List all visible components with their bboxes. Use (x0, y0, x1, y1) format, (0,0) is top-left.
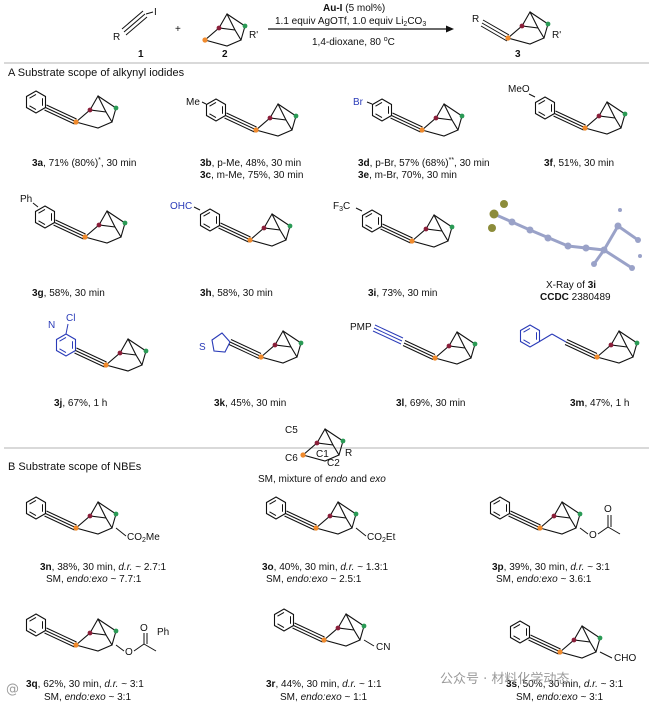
reactant-2: R' (201, 13, 258, 47)
compound-3n: CO2Me (27, 497, 160, 544)
caption-3d: 3d, p-Br, 57% (68%)**, 30 min (358, 157, 490, 169)
compound-3q: O O Ph (27, 614, 169, 658)
sm-ratio-3n: SM, endo:exo ~ 7.7:1 (46, 574, 142, 585)
phenyl-group: Ph (157, 627, 169, 638)
compound-3s: CHO (511, 621, 636, 664)
compound-3r: CN (275, 609, 390, 653)
bromo-substituent: Br (353, 97, 364, 108)
compound-3k: S (199, 330, 304, 364)
caption-3s: 3s, 50%, 30 min, d.r. ~ 3:1 (506, 679, 624, 690)
watermark-right: 公众号 · 材料化学动态 (440, 671, 569, 687)
product-r-group: R (472, 14, 479, 25)
caption-3c: 3c, m-Me, 75%, 30 min (200, 170, 303, 181)
sm-ratio-3p: SM, endo:exo ~ 3.6:1 (496, 574, 592, 585)
thiophene-sulfur: S (199, 342, 206, 353)
ccdc-number: CCDC 2380489 (540, 292, 611, 303)
sm-mixture-note: SM, mixture of endo and exo (258, 474, 386, 485)
compound-3f: MeO (508, 84, 627, 134)
caption-3r: 3r, 44%, 30 min, d.r. ~ 1:1 (266, 679, 382, 690)
caption-3p: 3p, 39%, 30 min, d.r. ~ 3:1 (492, 562, 610, 573)
caption-3h: 3h, 58%, 30 min (200, 288, 273, 299)
caption-3l: 3l, 69%, 30 min (396, 398, 466, 409)
reactant-2-r-group: R' (249, 30, 258, 41)
xray-structure-image (488, 200, 642, 271)
caption-3q: 3q, 62%, 30 min, d.r. ~ 3:1 (26, 679, 144, 690)
phenyl-substituent: Ph (20, 194, 32, 205)
compound-3m (519, 324, 640, 364)
compound-3g: Ph (20, 194, 127, 243)
trifluoromethyl-substituent: F3C (333, 201, 350, 213)
compound-3l: PMP (350, 322, 478, 365)
watermark-left: @ (6, 682, 19, 697)
aldehyde-group: CHO (614, 653, 636, 664)
compound-3p: O O (491, 497, 621, 541)
c2-label: C2 (327, 458, 340, 469)
chloro-substituent: Cl (66, 313, 75, 324)
compound-3o: CO2Et (267, 497, 396, 544)
c6-label: C6 (285, 453, 298, 464)
caption-3f: 3f, 51%, 30 min (544, 158, 614, 169)
c1-label: C1 (316, 449, 329, 460)
section-a-title: A Substrate scope of alkynyl iodides (8, 67, 185, 79)
reaction-scheme: I R 1 + R' 2 Au-I (5 mol%) 1.1 equiv AgO… (113, 3, 561, 60)
conditions: 1,4-dioxane, 80 oC (312, 36, 395, 48)
caption-3i: 3i, 73%, 30 min (368, 288, 438, 299)
caption-3k: 3k, 45%, 30 min (214, 398, 286, 409)
sm-ratio-3r: SM, endo:exo ~ 1:1 (280, 692, 367, 703)
methoxy-substituent: MeO (508, 84, 530, 95)
compound-3i: F3C (333, 201, 454, 247)
compound-3b-3c: Me (186, 97, 298, 136)
carbonyl-oxygen: O (604, 504, 612, 515)
pmp-substituent: PMP (350, 322, 372, 333)
sm-ratio-3q: SM, endo:exo ~ 3:1 (44, 692, 131, 703)
iodine-atom: I (154, 7, 157, 18)
benzoate-oxygen: O (125, 647, 133, 658)
ester-group: CO2Me (127, 532, 160, 544)
ester-group: CO2Et (367, 532, 396, 544)
compound-3j: N Cl (48, 313, 149, 372)
caption-3g: 3g, 58%, 30 min (32, 288, 105, 299)
reactant-1-label: 1 (138, 49, 144, 60)
product-r2-group: R' (552, 30, 561, 41)
product-label: 3 (515, 49, 521, 60)
reactant-1: I R 1 (113, 7, 157, 60)
r-group-label: R (345, 448, 352, 459)
caption-3m: 3m, 47%, 1 h (570, 398, 629, 409)
nbe-numbering-structure: C5 C6 C1 C2 R (285, 425, 352, 469)
reagents: 1.1 equiv AgOTf, 1.0 equiv Li2CO3 (275, 16, 426, 28)
aldehyde-substituent: OHC (170, 201, 192, 212)
caption-3b: 3b, p-Me, 48%, 30 min (200, 158, 301, 169)
xray-caption: X-Ray of 3i (546, 280, 596, 291)
reactant-2-label: 2 (222, 49, 228, 60)
reactant-1-r-group: R (113, 32, 120, 43)
compound-3d-3e: Br (353, 97, 464, 136)
caption-3n: 3n, 38%, 30 min, d.r. ~ 2.7:1 (40, 562, 167, 573)
caption-3e: 3e, m-Br, 70%, 30 min (358, 170, 457, 181)
compound-3h: OHC (170, 201, 292, 246)
catalyst: Au-I (5 mol%) (323, 3, 385, 14)
caption-3a: 3a, 71% (80%)*, 30 min (32, 157, 136, 169)
reaction-arrow (268, 25, 454, 33)
methyl-substituent: Me (186, 97, 200, 108)
sm-ratio-3s: SM, endo:exo ~ 3:1 (516, 692, 603, 703)
carbonyl-oxygen: O (140, 623, 148, 634)
section-b-title: B Substrate scope of NBEs (8, 461, 142, 473)
compound-3a (27, 91, 119, 128)
plus-sign: + (175, 24, 181, 35)
caption-3o: 3o, 40%, 30 min, d.r. ~ 1.3:1 (262, 562, 389, 573)
nitrile-group: CN (376, 642, 390, 653)
c5-label: C5 (285, 425, 298, 436)
product-3: R R' 3 (472, 11, 561, 60)
sm-ratio-3o: SM, endo:exo ~ 2.5:1 (266, 574, 362, 585)
pyridine-nitrogen: N (48, 320, 55, 331)
caption-3j: 3j, 67%, 1 h (54, 398, 107, 409)
acetate-oxygen: O (589, 530, 597, 541)
